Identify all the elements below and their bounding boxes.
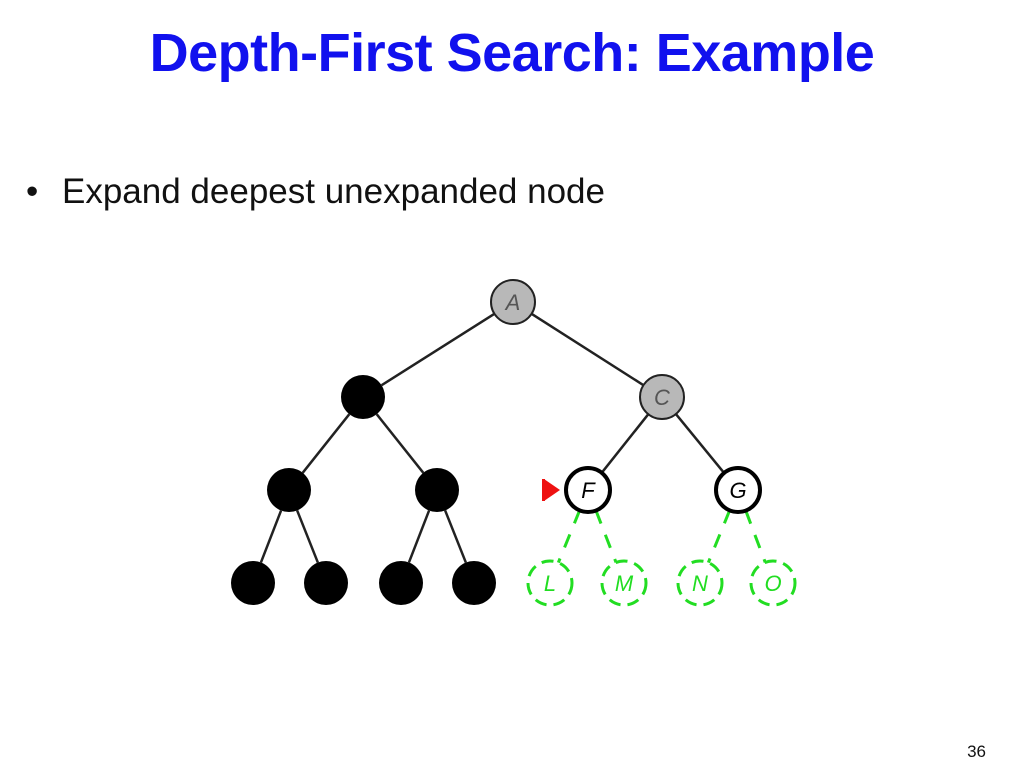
pointer-arrow-icon xyxy=(544,479,560,501)
current-node-pointer xyxy=(542,479,560,501)
node-circle xyxy=(600,559,648,607)
edge-a-c xyxy=(530,312,645,387)
node-circle xyxy=(415,468,459,512)
edge-g-n xyxy=(706,509,732,564)
node-circle xyxy=(267,468,311,512)
pointer-bar xyxy=(542,479,545,501)
bullet-marker: • xyxy=(26,172,39,211)
tree-node-i xyxy=(304,561,348,605)
tree-node-b xyxy=(341,375,385,419)
edge-b-d xyxy=(301,413,351,474)
tree-node-d xyxy=(267,468,311,512)
node-circle xyxy=(676,559,724,607)
node-circle xyxy=(452,561,496,605)
tree-node-c: C xyxy=(639,374,685,420)
bullet-item: • Expand deepest unexpanded node xyxy=(26,172,605,212)
page-number: 36 xyxy=(967,742,986,761)
tree-node-a: A xyxy=(490,279,536,325)
bullet-text: Expand deepest unexpanded node xyxy=(62,172,605,211)
tree-edges xyxy=(259,312,767,564)
edge-e-k xyxy=(443,509,468,564)
node-label: C xyxy=(654,385,670,410)
tree-node-f: F xyxy=(564,466,612,514)
edge-f-m xyxy=(594,509,618,564)
edge-g-o xyxy=(744,510,767,563)
node-circle xyxy=(714,466,762,514)
node-label: G xyxy=(729,478,746,503)
tree-node-h xyxy=(231,561,275,605)
tree-node-k xyxy=(452,561,496,605)
tree-node-j xyxy=(379,561,423,605)
node-circle xyxy=(490,279,536,325)
node-label: M xyxy=(615,571,634,596)
node-label: L xyxy=(544,571,556,596)
node-label: O xyxy=(764,571,781,596)
node-label: F xyxy=(581,478,596,503)
tree-nodes: A C F G L M N O xyxy=(231,279,797,607)
node-circle xyxy=(379,561,423,605)
edge-e-j xyxy=(407,510,431,563)
node-circle xyxy=(231,561,275,605)
tree-node-o: O xyxy=(749,559,797,607)
tree-node-g: G xyxy=(714,466,762,514)
edge-d-h xyxy=(259,510,283,563)
node-circle xyxy=(749,559,797,607)
node-circle xyxy=(304,561,348,605)
edge-c-f xyxy=(600,413,650,474)
tree-node-n: N xyxy=(676,559,724,607)
node-label: N xyxy=(692,571,708,596)
node-label: A xyxy=(504,290,521,315)
tree-node-e xyxy=(415,468,459,512)
edge-c-g xyxy=(674,413,726,474)
tree-node-m: M xyxy=(600,559,648,607)
edge-f-l xyxy=(556,509,582,564)
tree-node-l: L xyxy=(526,559,574,607)
edge-d-i xyxy=(295,509,320,564)
edge-a-b xyxy=(380,312,496,387)
node-circle xyxy=(639,374,685,420)
node-circle xyxy=(564,466,612,514)
node-circle xyxy=(341,375,385,419)
edge-b-e xyxy=(375,413,425,474)
node-circle xyxy=(526,559,574,607)
slide-title: Depth-First Search: Example xyxy=(149,23,875,83)
